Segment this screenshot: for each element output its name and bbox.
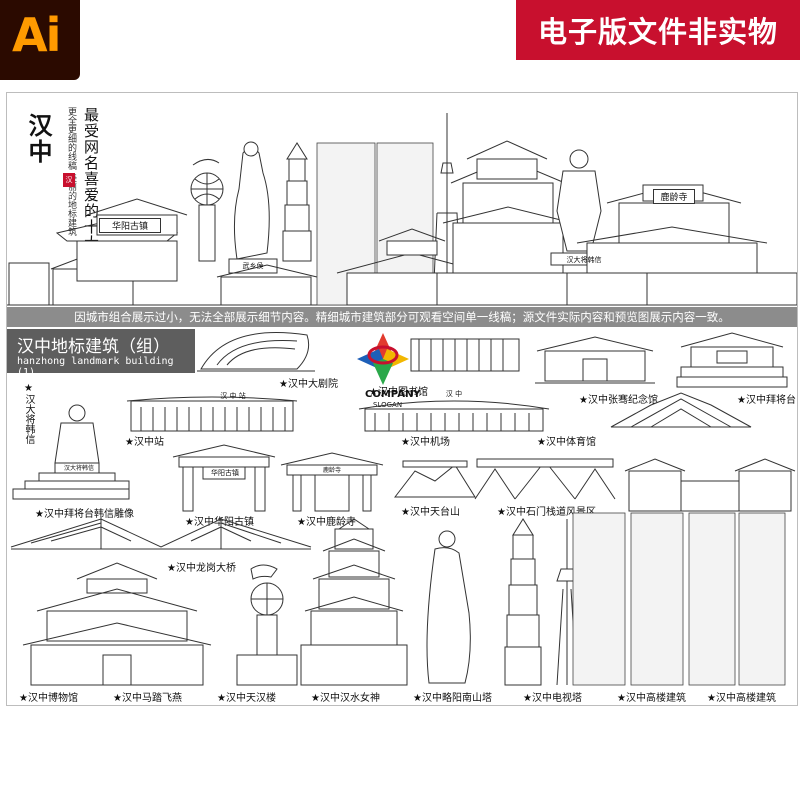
zhangqian-drawing (535, 336, 655, 384)
hero-sign-hanjiang: 汉大将韩信 (566, 256, 602, 264)
museum-drawing (22, 562, 212, 686)
artwork-canvas: 汉中 更全更细的线稿 美丽的地标建筑 最受网名喜爱的十大城 汉中 (6, 92, 798, 706)
label-tiantai: ★汉中天台山 (401, 507, 460, 518)
station-drawing (126, 396, 298, 432)
tianhan-drawing (300, 518, 408, 686)
hero-sign-luling: 鹿龄寺 (653, 189, 695, 204)
label-statue: ★汉中拜将台韩信雕像 (35, 509, 134, 520)
notice-bar: 因城市组合展示过小，无法全部展示细节内容。精细城市建筑部分可观看空间单一线稿；源… (7, 307, 797, 327)
luling-sign: 鹿龄寺 (322, 467, 341, 474)
station-sign: 汉 中 站 (220, 392, 246, 400)
label-luling: ★汉中鹿龄寺 (297, 517, 356, 528)
pagoda-drawing (504, 518, 542, 686)
highrise-drawing (572, 512, 786, 686)
skyline-illustration (7, 113, 797, 306)
hanxin-base-sign: 汉大将韩信 (63, 465, 94, 472)
airport-drawing (358, 400, 550, 432)
label-tvtower: ★汉中电视塔 (523, 693, 582, 704)
shimen-drawing (474, 458, 616, 500)
label-zhangqian: ★汉中张骞纪念馆 (579, 395, 658, 406)
huayang-drawing (172, 444, 276, 512)
label-high2: ★汉中高楼建筑 (707, 693, 776, 704)
digital-file-banner: 电子版文件非实物 (516, 0, 800, 60)
label-baijiangtai: ★汉中拜将台 (737, 395, 796, 406)
huayang-sign: 华阳古镇 (211, 469, 239, 477)
label-huayang: ★汉中华阳古镇 (185, 517, 254, 528)
group-subtitle: hanzhong landmark building (1) (17, 356, 174, 378)
logo-text: Ai (12, 8, 61, 62)
goddess-drawing (426, 530, 471, 684)
bridge-drawing (10, 517, 312, 550)
hero-sign-huayang: 华阳古镇 (99, 218, 161, 233)
label-horse: ★汉中马踏飞燕 (113, 693, 182, 704)
company-logo (357, 333, 409, 385)
group-title-box: 汉中地标建筑（组） hanzhong landmark building (1) (7, 329, 195, 378)
hanxin-statue-drawing (12, 404, 130, 500)
hero-subtitle: 最受网名喜爱的十大城 (82, 107, 100, 267)
label-theatre: ★汉中大剧院 (279, 379, 338, 390)
label-airport: ★汉中机场 (401, 437, 450, 448)
hero-title: 汉中 (24, 113, 52, 165)
tiantai-drawing (393, 460, 476, 498)
hero-seal: 汉中 (63, 173, 75, 198)
airport-sign: 汉 中 (445, 390, 463, 398)
illustrator-logo: Ai (0, 0, 80, 80)
label-goddess: ★汉中汉水女神 (311, 693, 380, 704)
theatre-drawing (197, 332, 315, 372)
label-pagoda: ★汉中略阳南山塔 (413, 693, 492, 704)
tvtower-drawing (556, 519, 578, 686)
label-library: ★汉中图书馆 (369, 387, 428, 398)
label-museum: ★汉中博物馆 (19, 693, 78, 704)
baijiangtai-drawing (676, 332, 788, 388)
label-stadium: ★汉中体育馆 (537, 437, 596, 448)
label-station: ★汉中站 (125, 437, 164, 448)
stadium-drawing (610, 392, 752, 428)
horse-drawing (236, 564, 298, 686)
luling-drawing (280, 452, 384, 512)
label-tianhan: ★汉中天汉楼 (217, 693, 276, 704)
hero-sign-wu: 武乡侯 (242, 262, 264, 270)
gate-pavilion-drawing (624, 458, 796, 512)
group-title: 汉中地标建筑（组） (17, 337, 170, 357)
label-high1: ★汉中高楼建筑 (617, 693, 686, 704)
label-shimen: ★汉中石门栈道风景区 (497, 507, 596, 518)
hero-tagline: 更全更细的线稿 美丽的地标建筑 (66, 107, 76, 236)
company-name: COMPANY (365, 389, 421, 400)
library-drawing (410, 338, 520, 372)
label-bridge: ★汉中龙岗大桥 (167, 563, 236, 574)
label-hanxin: ★汉大将韩信 (23, 383, 34, 444)
